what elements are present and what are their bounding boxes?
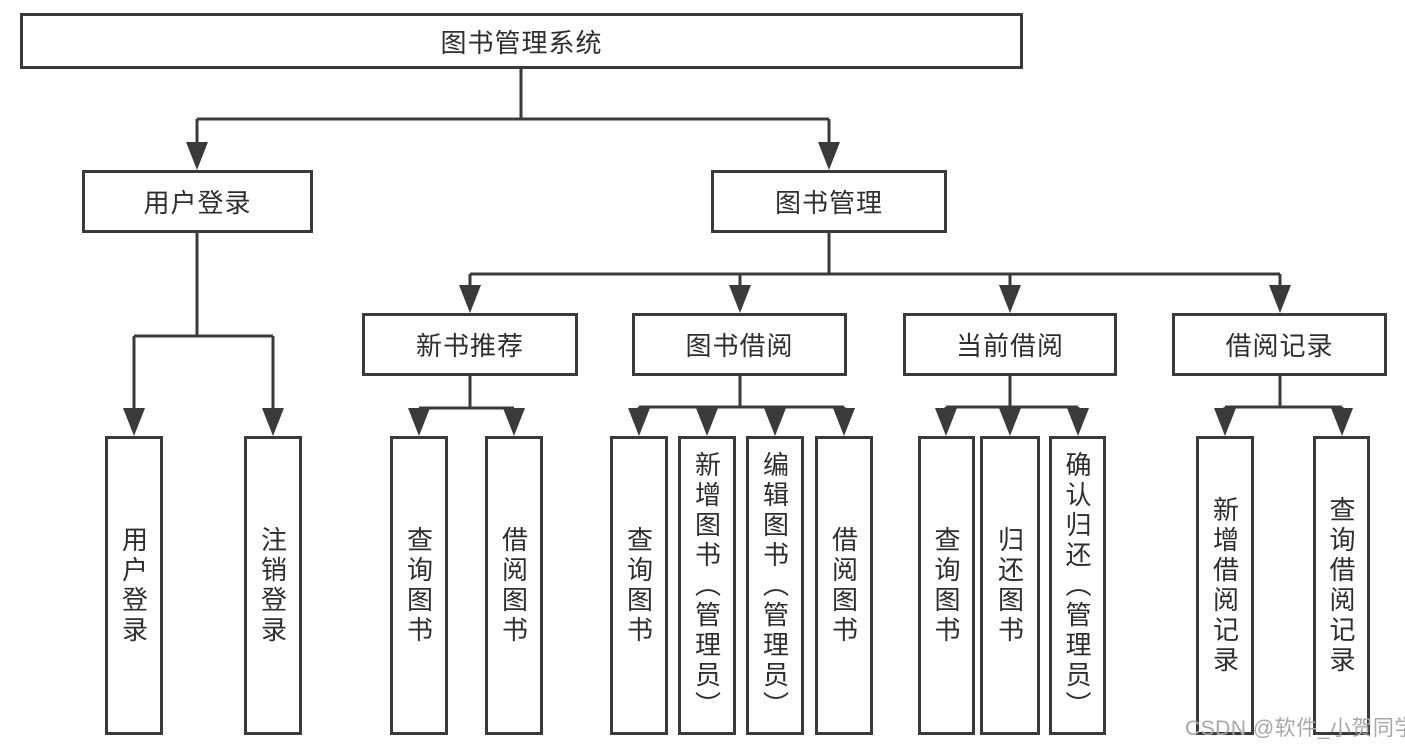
leaf-add-books-admin: 新增图书（管理员） — [678, 436, 736, 735]
leaf-query-books-borrowing: 查询图书 — [610, 436, 668, 735]
connector-user-login-children — [123, 233, 284, 436]
leaf-logout-login: 注销登录 — [244, 436, 302, 735]
leaf-edit-books-admin: 编辑图书（管理员） — [746, 436, 804, 735]
node-user-login: 用户登录 — [82, 170, 313, 233]
connector-borrowing-records-children — [1214, 376, 1353, 436]
node-book-borrowing: 图书借阅 — [632, 313, 847, 376]
leaf-user-login: 用户登录 — [105, 436, 163, 735]
leaf-add-borrow-record: 新增借阅记录 — [1196, 436, 1254, 735]
connector-new-book-children — [408, 376, 525, 436]
node-current-borrowing: 当前借阅 — [903, 313, 1117, 376]
leaf-query-books-current: 查询图书 — [918, 436, 975, 735]
leaf-borrow-books-recommend: 借阅图书 — [485, 436, 543, 735]
node-new-book-recommendation: 新书推荐 — [362, 313, 578, 376]
connector-root-to-level2 — [186, 69, 840, 170]
leaf-return-books: 归还图书 — [980, 436, 1040, 735]
connector-book-borrowing-children — [628, 376, 855, 436]
leaf-query-books-recommend: 查询图书 — [390, 436, 448, 735]
leaf-query-borrow-record: 查询借阅记录 — [1313, 436, 1370, 735]
node-borrowing-records: 借阅记录 — [1172, 313, 1387, 376]
node-book-management: 图书管理 — [711, 170, 947, 233]
node-library-system: 图书管理系统 — [20, 13, 1023, 69]
leaf-confirm-return-admin: 确认归还（管理员） — [1049, 436, 1106, 735]
csdn-watermark: CSDN @软件_小贺同学 — [1185, 717, 1405, 740]
leaf-borrow-books: 借阅图书 — [815, 436, 873, 735]
connector-book-management-children — [459, 233, 1291, 313]
connector-current-borrowing-children — [935, 376, 1089, 436]
